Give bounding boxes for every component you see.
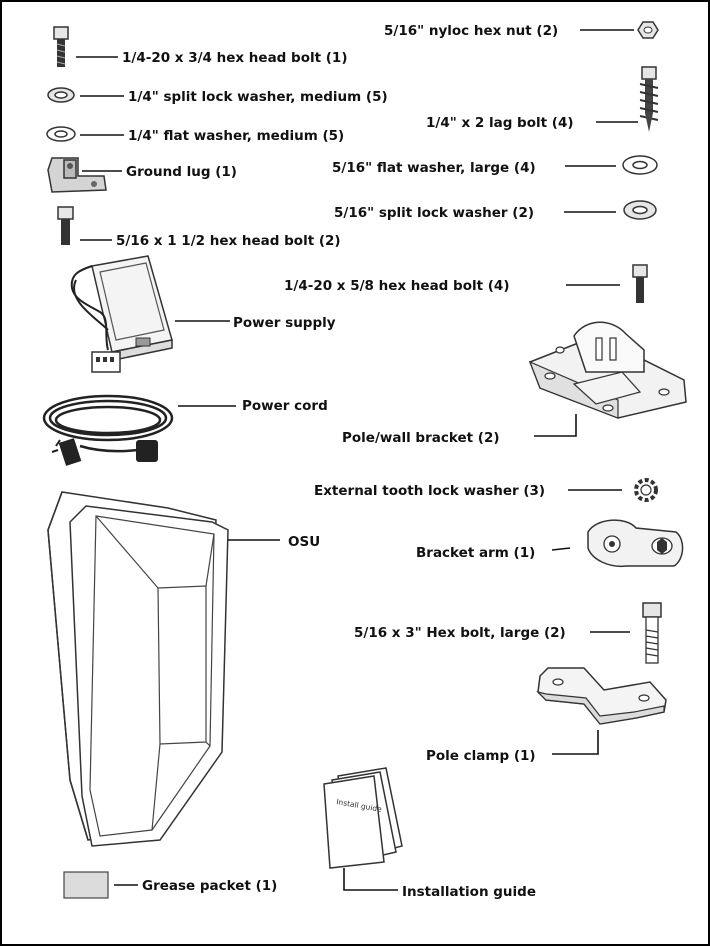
nyloc-nut-label: 5/16" nyloc hex nut (2) xyxy=(384,23,558,39)
split-lock-washer-icon xyxy=(47,87,75,103)
ext-tooth-washer-icon xyxy=(634,478,658,502)
pole-wall-bracket-icon xyxy=(528,321,687,419)
grease-packet-label: Grease packet (1) xyxy=(142,878,277,894)
lag-bolt-icon xyxy=(639,66,659,132)
bracket-arm-icon xyxy=(587,519,684,568)
pole-clamp-label: Pole clamp (1) xyxy=(426,748,536,764)
split-lock-washer-label: 1/4" split lock washer, medium (5) xyxy=(128,89,388,105)
osu-label: OSU xyxy=(288,534,320,550)
leader-line xyxy=(343,868,398,891)
leader-line xyxy=(534,414,577,437)
hex-bolt-516-112-label: 5/16 x 1 1/2 hex head bolt (2) xyxy=(116,233,341,249)
leader-line xyxy=(552,730,599,755)
power-supply-icon xyxy=(70,255,173,373)
hex-bolt-516-112-icon xyxy=(57,206,74,245)
lag-bolt-label: 1/4" x 2 lag bolt (4) xyxy=(426,115,574,131)
power-cord-label: Power cord xyxy=(242,398,328,414)
flat-washer-516-label: 5/16" flat washer, large (4) xyxy=(332,160,536,176)
power-cord-icon xyxy=(42,394,174,466)
pole-wall-bracket-label: Pole/wall bracket (2) xyxy=(342,430,500,446)
leader-line xyxy=(551,547,571,551)
hex-bolt-large-icon xyxy=(642,602,662,664)
bracket-arm-label: Bracket arm (1) xyxy=(416,545,535,561)
ground-lug-label: Ground lug (1) xyxy=(126,164,237,180)
split-lock-516-label: 5/16" split lock washer (2) xyxy=(334,205,534,221)
flat-washer-516-icon xyxy=(622,155,658,175)
ext-tooth-washer-label: External tooth lock washer (3) xyxy=(314,483,545,499)
nyloc-nut-icon xyxy=(637,21,659,39)
installation-guide-icon: Install guide xyxy=(323,767,403,869)
hex-bolt-58-icon xyxy=(632,264,648,303)
installation-guide-label: Installation guide xyxy=(402,884,536,900)
ground-lug-icon xyxy=(47,157,107,193)
hex-bolt-34-label: 1/4-20 x 3/4 hex head bolt (1) xyxy=(122,50,348,66)
flat-washer-label: 1/4" flat washer, medium (5) xyxy=(128,128,344,144)
grease-packet-icon xyxy=(63,871,109,899)
osu-icon xyxy=(47,491,229,847)
hex-bolt-58-label: 1/4-20 x 5/8 hex head bolt (4) xyxy=(284,278,510,294)
flat-washer-icon xyxy=(46,126,76,142)
split-lock-516-icon xyxy=(623,200,657,220)
power-supply-label: Power supply xyxy=(233,315,336,331)
hex-bolt-34-icon xyxy=(53,26,69,67)
pole-clamp-icon xyxy=(536,667,667,725)
hex-bolt-large-label: 5/16 x 3" Hex bolt, large (2) xyxy=(354,625,566,641)
